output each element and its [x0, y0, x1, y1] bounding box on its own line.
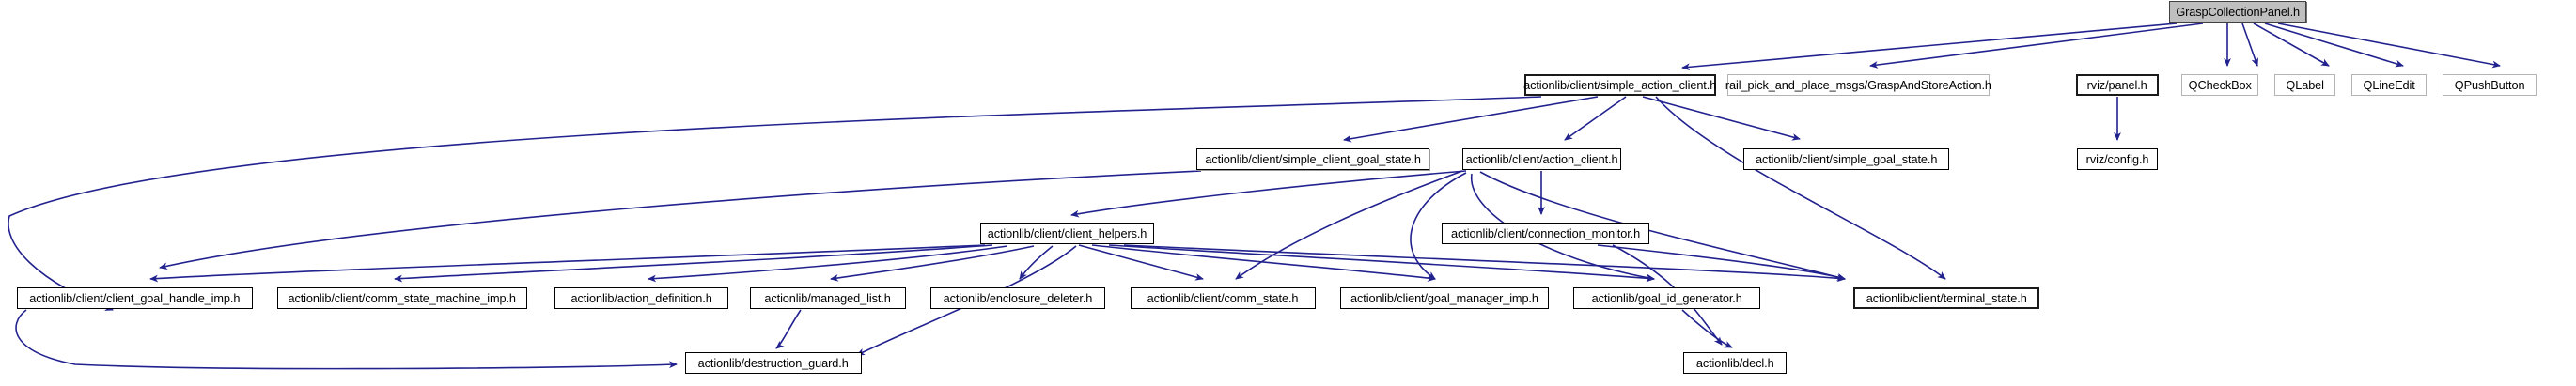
graph-node-label: actionlib/enclosure_deleter.h: [943, 291, 1093, 305]
graph-node-label: GraspCollectionPanel.h: [2176, 5, 2300, 19]
graph-node-label: QLineEdit: [2363, 78, 2415, 92]
graph-node-label: actionlib/client/action_client.h: [1465, 152, 1618, 166]
graph-node-label: actionlib/client/simple_goal_state.h: [1755, 152, 1938, 166]
graph-node-label: actionlib/client/comm_state_machine_imp.…: [288, 291, 517, 305]
graph-node-destruction_guard[interactable]: actionlib/destruction_guard.h: [685, 352, 862, 374]
graph-node-simple_goal_state[interactable]: actionlib/client/simple_goal_state.h: [1743, 148, 1949, 170]
graph-node-goal_manager_imp[interactable]: actionlib/client/goal_manager_imp.h: [1340, 287, 1549, 309]
graph-node-enclosure_deleter[interactable]: actionlib/enclosure_deleter.h: [930, 287, 1105, 309]
graph-node-rviz_panel[interactable]: rviz/panel.h: [2076, 74, 2159, 96]
graph-node-simple_client_goal[interactable]: actionlib/client/simple_client_goal_stat…: [1196, 148, 1429, 170]
graph-node-label: actionlib/client/terminal_state.h: [1866, 291, 2027, 305]
graph-node-label: actionlib/managed_list.h: [764, 291, 892, 305]
graph-node-qcheckbox[interactable]: QCheckBox: [2181, 74, 2258, 96]
graph-node-connection_monitor[interactable]: actionlib/client/connection_monitor.h: [1442, 223, 1649, 244]
graph-node-label: rviz/panel.h: [2087, 78, 2147, 92]
graph-node-action_definition[interactable]: actionlib/action_definition.h: [554, 287, 728, 309]
graph-node-managed_list[interactable]: actionlib/managed_list.h: [750, 287, 906, 309]
graph-node-action_client[interactable]: actionlib/client/action_client.h: [1462, 148, 1621, 170]
graph-node-label: QPushButton: [2454, 78, 2525, 92]
graph-node-client_helpers[interactable]: actionlib/client/client_helpers.h: [980, 223, 1154, 244]
graph-node-label: QLabel: [2286, 78, 2324, 92]
graph-node-grasp_and_store[interactable]: rail_pick_and_place_msgs/GraspAndStoreAc…: [1725, 74, 1992, 96]
graph-node-label: actionlib/client/client_goal_handle_imp.…: [29, 291, 241, 305]
graph-node-label: QCheckBox: [2188, 78, 2252, 92]
graph-node-root[interactable]: GraspCollectionPanel.h: [2169, 1, 2306, 23]
graph-node-qlabel[interactable]: QLabel: [2274, 74, 2335, 96]
graph-node-qlineedit[interactable]: QLineEdit: [2351, 74, 2427, 96]
graph-node-goal_id_generator[interactable]: actionlib/goal_id_generator.h: [1573, 287, 1760, 309]
graph-node-qpushbutton[interactable]: QPushButton: [2443, 74, 2537, 96]
graph-node-label: actionlib/decl.h: [1695, 356, 1774, 370]
graph-node-label: actionlib/client/simple_action_client.h: [1523, 78, 1717, 92]
graph-node-label: rviz/config.h: [2085, 152, 2149, 166]
graph-node-label: rail_pick_and_place_msgs/GraspAndStoreAc…: [1725, 78, 1992, 92]
graph-node-label: actionlib/client/goal_manager_imp.h: [1350, 291, 1538, 305]
graph-node-simple_action_client[interactable]: actionlib/client/simple_action_client.h: [1523, 74, 1717, 96]
graph-node-terminal_state[interactable]: actionlib/client/terminal_state.h: [1853, 287, 2039, 309]
graph-node-rviz_config[interactable]: rviz/config.h: [2077, 148, 2158, 170]
graph-node-label: actionlib/goal_id_generator.h: [1591, 291, 1742, 305]
graph-node-label: actionlib/client/client_helpers.h: [987, 226, 1147, 240]
graph-node-client_goal_handle[interactable]: actionlib/client/client_goal_handle_imp.…: [17, 287, 253, 309]
graph-node-comm_state[interactable]: actionlib/client/comm_state.h: [1131, 287, 1316, 309]
graph-node-decl[interactable]: actionlib/decl.h: [1683, 352, 1787, 374]
graph-node-label: actionlib/destruction_guard.h: [697, 356, 850, 370]
graph-node-label: actionlib/client/comm_state.h: [1147, 291, 1299, 305]
graph-node-label: actionlib/client/connection_monitor.h: [1450, 226, 1641, 240]
graph-node-label: actionlib/action_definition.h: [570, 291, 712, 305]
graph-node-label: actionlib/client/simple_client_goal_stat…: [1205, 152, 1421, 166]
graph-node-comm_state_machine[interactable]: actionlib/client/comm_state_machine_imp.…: [277, 287, 527, 309]
